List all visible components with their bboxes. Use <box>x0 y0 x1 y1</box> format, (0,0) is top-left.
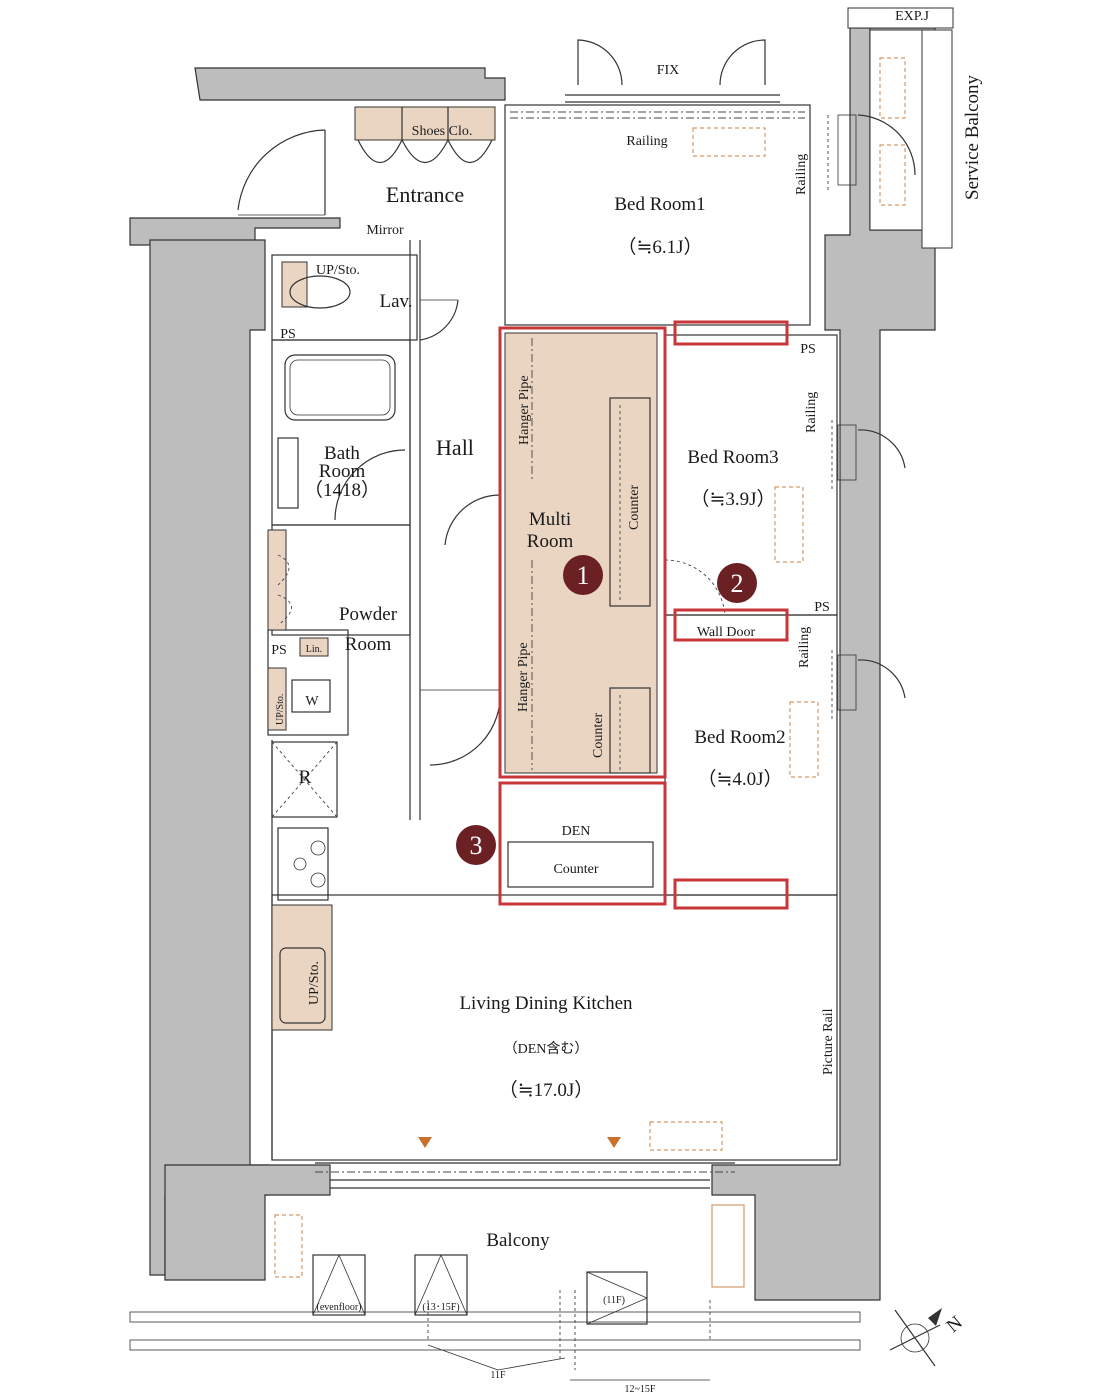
highlight-multi-room <box>498 326 667 779</box>
highlight-wall-door <box>673 608 789 642</box>
ps-lav-label: PS <box>280 327 296 342</box>
marker-2[interactable]: 2 <box>717 563 757 603</box>
shoes-clo-label: Shoes Clo. <box>412 124 473 139</box>
powder-label-2: Room <box>345 634 392 655</box>
bath-label-1: Bath <box>324 443 360 464</box>
exp-j-label: EXP.J <box>895 9 929 24</box>
railing-br2-label: Railing <box>797 627 812 668</box>
powder-label-1: Powder <box>339 604 398 625</box>
hanger-pipe-top-label: Hanger Pipe <box>517 375 532 445</box>
counter-top-label: Counter <box>627 485 642 530</box>
w-label: W <box>305 694 319 709</box>
highlight-den <box>498 781 667 906</box>
lav-label: Lav. <box>379 291 412 312</box>
multi-room-floor <box>504 332 658 774</box>
marker-3-label: 3 <box>470 831 483 860</box>
service-balcony-label: Service Balcony <box>962 74 983 200</box>
ldk-note: （DEN含む） <box>504 1041 589 1057</box>
hall-label: Hall <box>436 435 474 460</box>
ldk-label: Living Dining Kitchen <box>459 993 633 1014</box>
floor-11-label: (11F) <box>603 1295 625 1306</box>
den-counter-label: Counter <box>553 862 598 877</box>
ps-br1-label: PS <box>800 342 816 357</box>
railing-br3-label: Railing <box>804 392 819 433</box>
marker-2-label: 2 <box>731 569 744 598</box>
bath-label-2: Room <box>319 461 366 482</box>
dim-11f-label: 11F <box>490 1370 506 1381</box>
dim-12-15f-label: 12~15F <box>625 1384 656 1395</box>
picture-rail-label: Picture Rail <box>821 1008 836 1075</box>
even-floor-label: (evenfloor) <box>317 1302 362 1313</box>
bedroom2-label: Bed Room2 <box>694 727 785 748</box>
up-sto-kitchen-label: UP/Sto. <box>307 961 322 1005</box>
r-label: R <box>299 767 312 788</box>
highlights <box>498 320 789 910</box>
ps-powder-label: PS <box>271 643 287 658</box>
wall-door-label: Wall Door <box>697 625 756 640</box>
north-label: N <box>943 1312 967 1337</box>
mirror-label: Mirror <box>366 223 404 238</box>
bedroom1-size: （≒6.1J） <box>617 236 702 258</box>
bedroom3-size: （≒3.9J） <box>690 488 775 510</box>
bedroom2-size: （≒4.0J） <box>697 768 782 790</box>
up-sto-lav-label: UP/Sto. <box>316 263 360 278</box>
multi-room-label-1: Multi <box>529 509 571 530</box>
shoes-closet <box>354 106 496 141</box>
highlight-bedroom1-partition <box>673 320 789 346</box>
multi-room-label-2: Room <box>527 531 574 552</box>
balcony-label: Balcony <box>486 1230 550 1251</box>
ldk-size: （≒17.0J） <box>499 1079 594 1101</box>
bedroom3-label: Bed Room3 <box>687 447 778 468</box>
highlight-ldk-partition <box>673 878 789 910</box>
marker-arrow-left <box>418 1137 432 1148</box>
railing-top-label: Railing <box>626 134 667 149</box>
marker-1[interactable]: 1 <box>563 555 603 595</box>
entrance-door[interactable] <box>237 129 326 211</box>
lin-label: Lin. <box>306 644 322 655</box>
marker-1-label: 1 <box>577 561 590 590</box>
den-label: DEN <box>562 824 591 839</box>
compass <box>889 1308 942 1367</box>
fix-label: FIX <box>657 63 680 78</box>
ps-br3-label: PS <box>814 600 830 615</box>
hanger-pipe-bottom-label: Hanger Pipe <box>516 642 531 712</box>
entrance-label: Entrance <box>386 182 464 207</box>
railing-right-label: Railing <box>794 154 809 195</box>
bath-label-3: （1418） <box>304 479 380 501</box>
marker-arrow-right <box>607 1137 621 1148</box>
marker-3[interactable]: 3 <box>456 825 496 865</box>
up-sto-w-label: UP/Sto. <box>275 694 286 725</box>
bedroom1-label: Bed Room1 <box>614 194 705 215</box>
floors-13-15-label: (13･15F) <box>422 1302 459 1313</box>
counter-bottom-label: Counter <box>591 713 606 758</box>
